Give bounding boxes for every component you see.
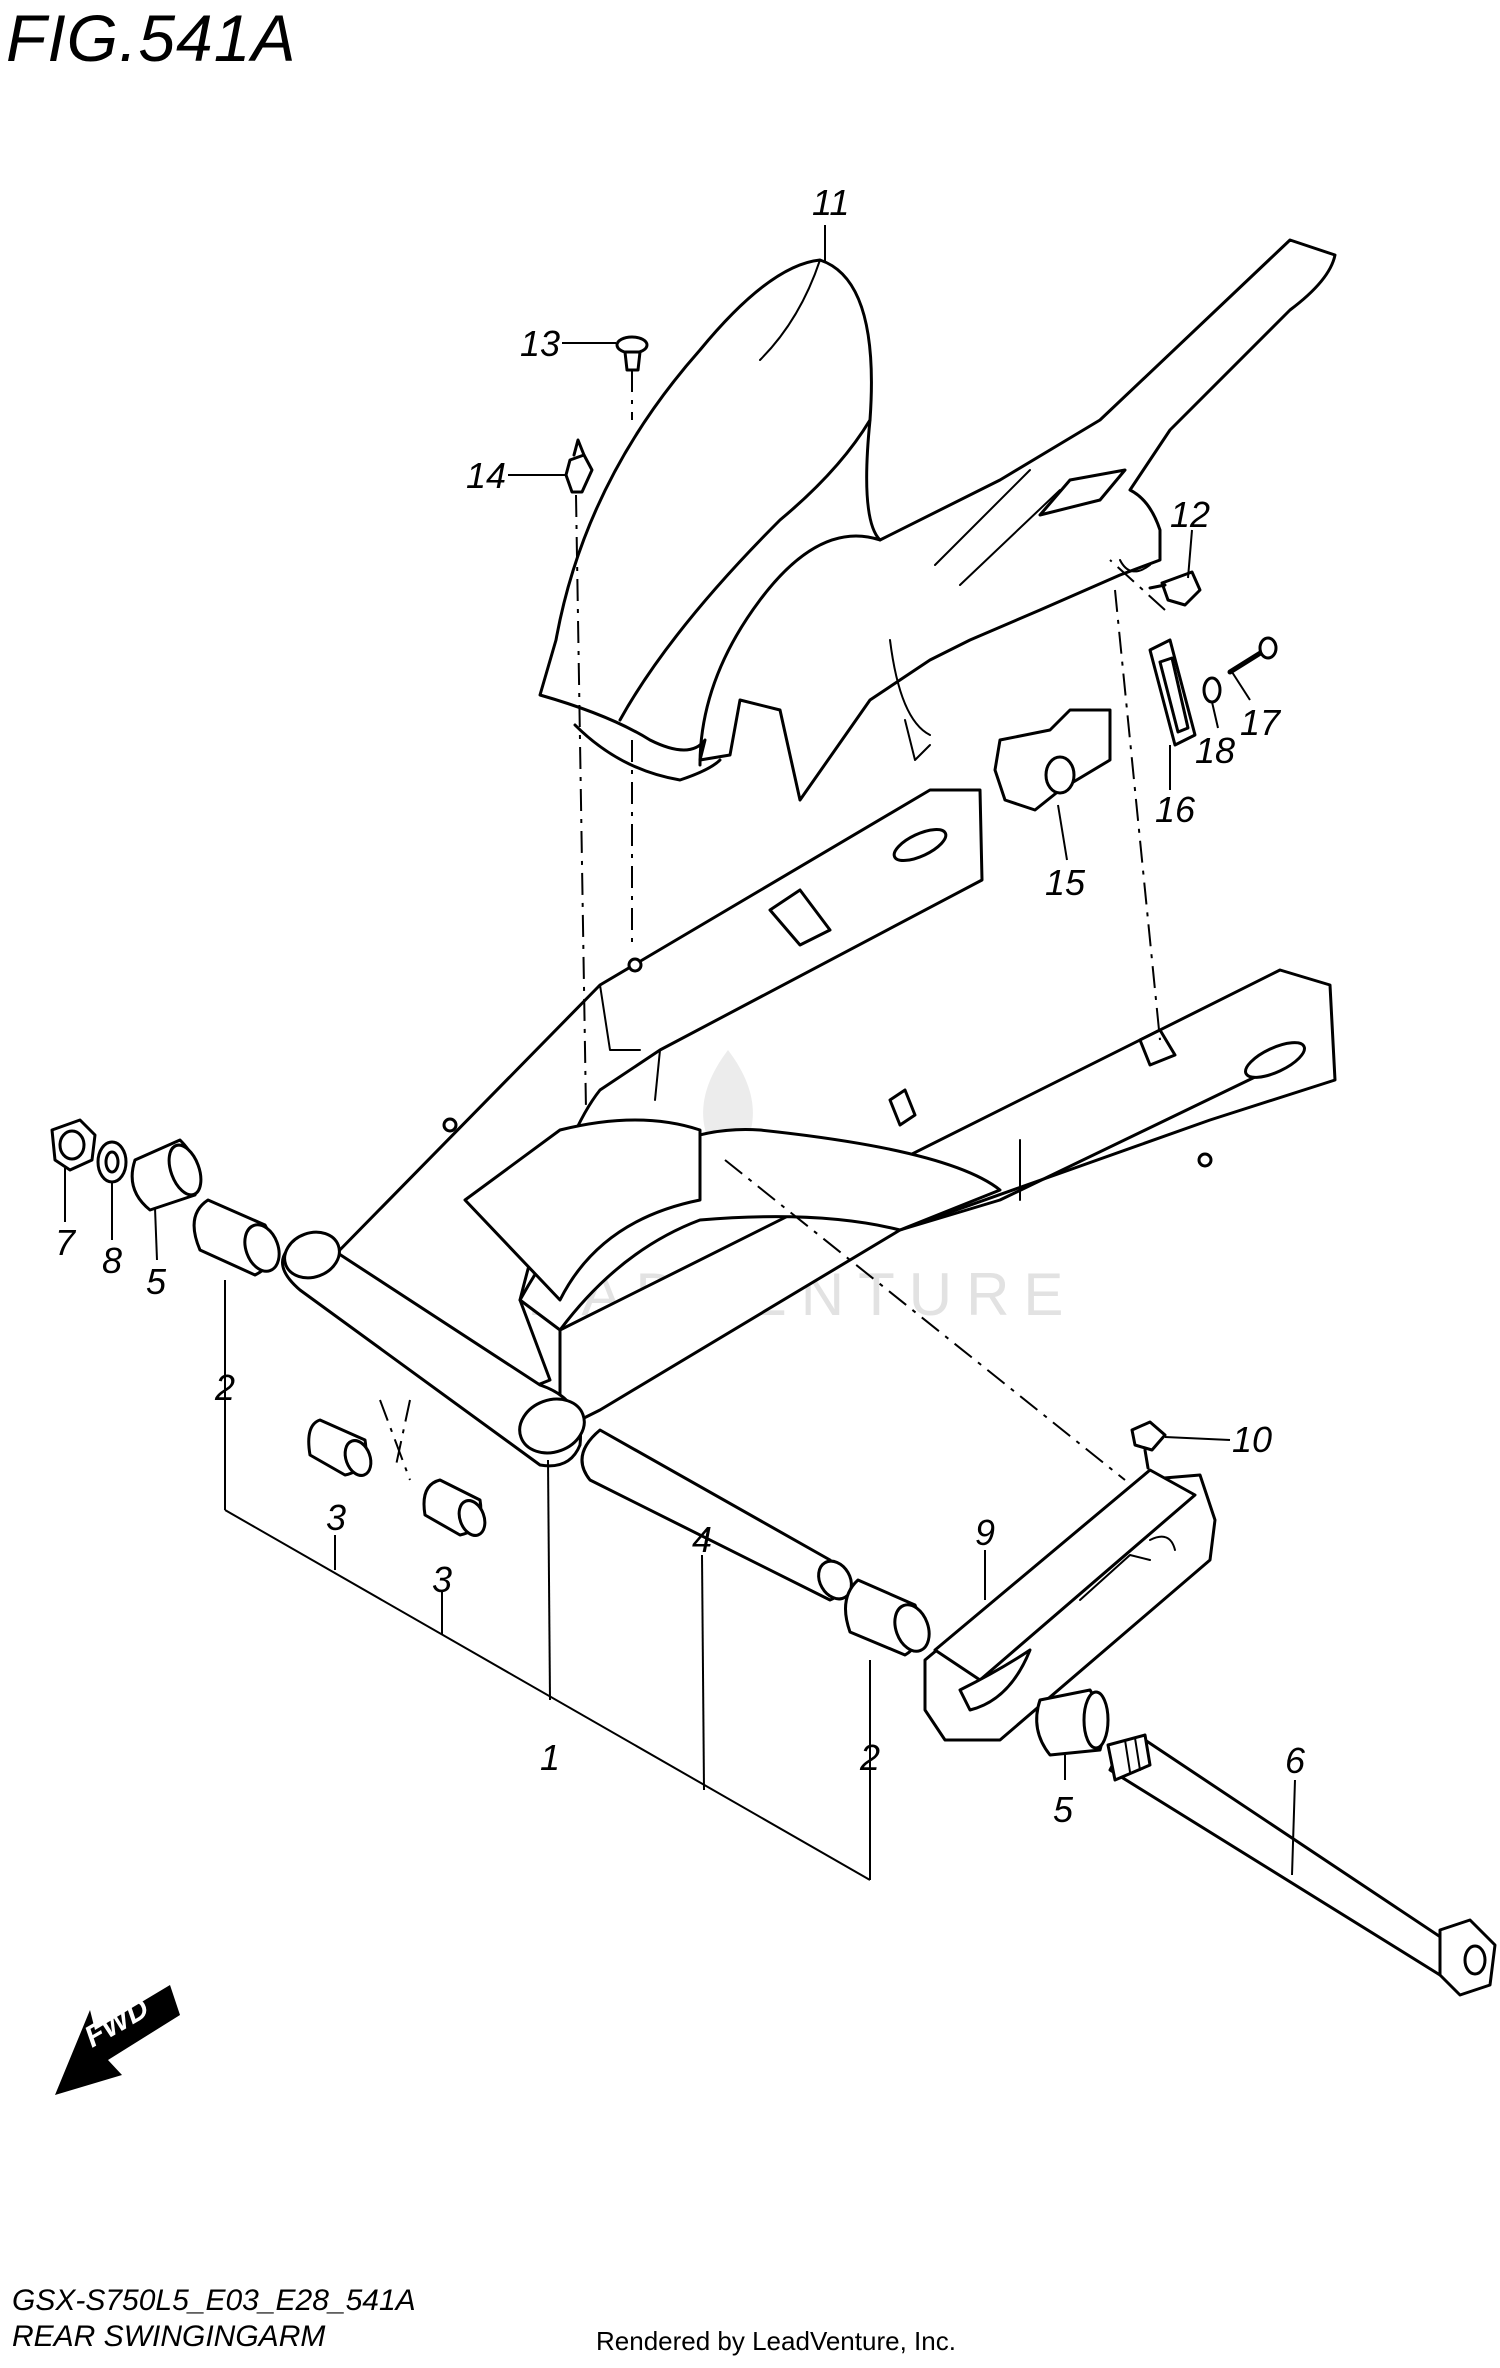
assembly-lines xyxy=(379,370,1166,1481)
bearing-part-2a xyxy=(192,1198,281,1277)
collar-part-5b xyxy=(1035,1688,1110,1757)
chain-case-detail xyxy=(934,469,1061,586)
callout-3-first: 3 xyxy=(326,1497,346,1538)
callout-4: 4 xyxy=(692,1519,712,1560)
callout-14: 14 xyxy=(466,455,506,496)
figure-name: REAR SWINGINGARM xyxy=(12,2320,326,2353)
callout-3-second: 3 xyxy=(432,1559,452,1600)
swingarm-part-1 xyxy=(328,788,1337,1432)
nut-part-7 xyxy=(50,1118,97,1172)
screw-part-13 xyxy=(615,335,649,372)
leader-lines xyxy=(64,225,1296,1881)
callout-12: 12 xyxy=(1170,494,1210,535)
fwd-arrow: FWD xyxy=(55,1985,180,2095)
washer-part-18 xyxy=(1202,676,1222,704)
callout-18: 18 xyxy=(1195,730,1235,771)
chain-guide-part-9 xyxy=(923,1468,1217,1742)
callout-15: 15 xyxy=(1045,862,1086,903)
collar-part-5a xyxy=(130,1138,203,1212)
bolt-part-17 xyxy=(1227,636,1278,675)
callout-17: 17 xyxy=(1240,702,1282,743)
callout-11: 11 xyxy=(812,182,849,223)
bearing-part-3b xyxy=(422,1478,487,1537)
clip-part-14 xyxy=(564,438,594,494)
callout-13: 13 xyxy=(520,323,560,364)
callout-2-left: 2 xyxy=(214,1367,235,1408)
spacer-part-4 xyxy=(580,1428,853,1602)
callout-8: 8 xyxy=(102,1240,122,1281)
pivot-shaft-part-6 xyxy=(1106,1733,1497,1997)
callout-16: 16 xyxy=(1155,789,1196,830)
plate-part-16 xyxy=(1148,638,1197,747)
callout-5-left: 5 xyxy=(146,1261,167,1302)
callout-6: 6 xyxy=(1285,1740,1306,1781)
bolt-part-12 xyxy=(1148,570,1202,607)
figure-code: GSX-S750L5_E03_E28_541A xyxy=(12,2284,416,2317)
rendered-by-credit: Rendered by LeadVenture, Inc. xyxy=(596,2326,956,2356)
callout-2-right: 2 xyxy=(859,1737,880,1778)
callout-1: 1 xyxy=(540,1737,560,1778)
bearing-part-2b xyxy=(844,1578,931,1657)
callout-5-right: 5 xyxy=(1053,1789,1074,1830)
callout-9: 9 xyxy=(975,1512,995,1553)
callout-labels: 11 13 14 12 17 18 16 15 7 8 5 2 3 3 4 1 … xyxy=(55,182,1306,1830)
callout-7: 7 xyxy=(55,1222,77,1263)
bearing-part-3a xyxy=(307,1418,373,1477)
swingarm-pivot-tube xyxy=(281,1230,586,1468)
rear-fender-part-11 xyxy=(538,238,1337,802)
figure-title: FIG.541A xyxy=(6,1,297,75)
callout-10: 10 xyxy=(1232,1419,1272,1460)
adjuster-part-15 xyxy=(993,708,1112,812)
washer-part-8 xyxy=(96,1140,128,1184)
bolt-part-10 xyxy=(1130,1420,1167,1470)
